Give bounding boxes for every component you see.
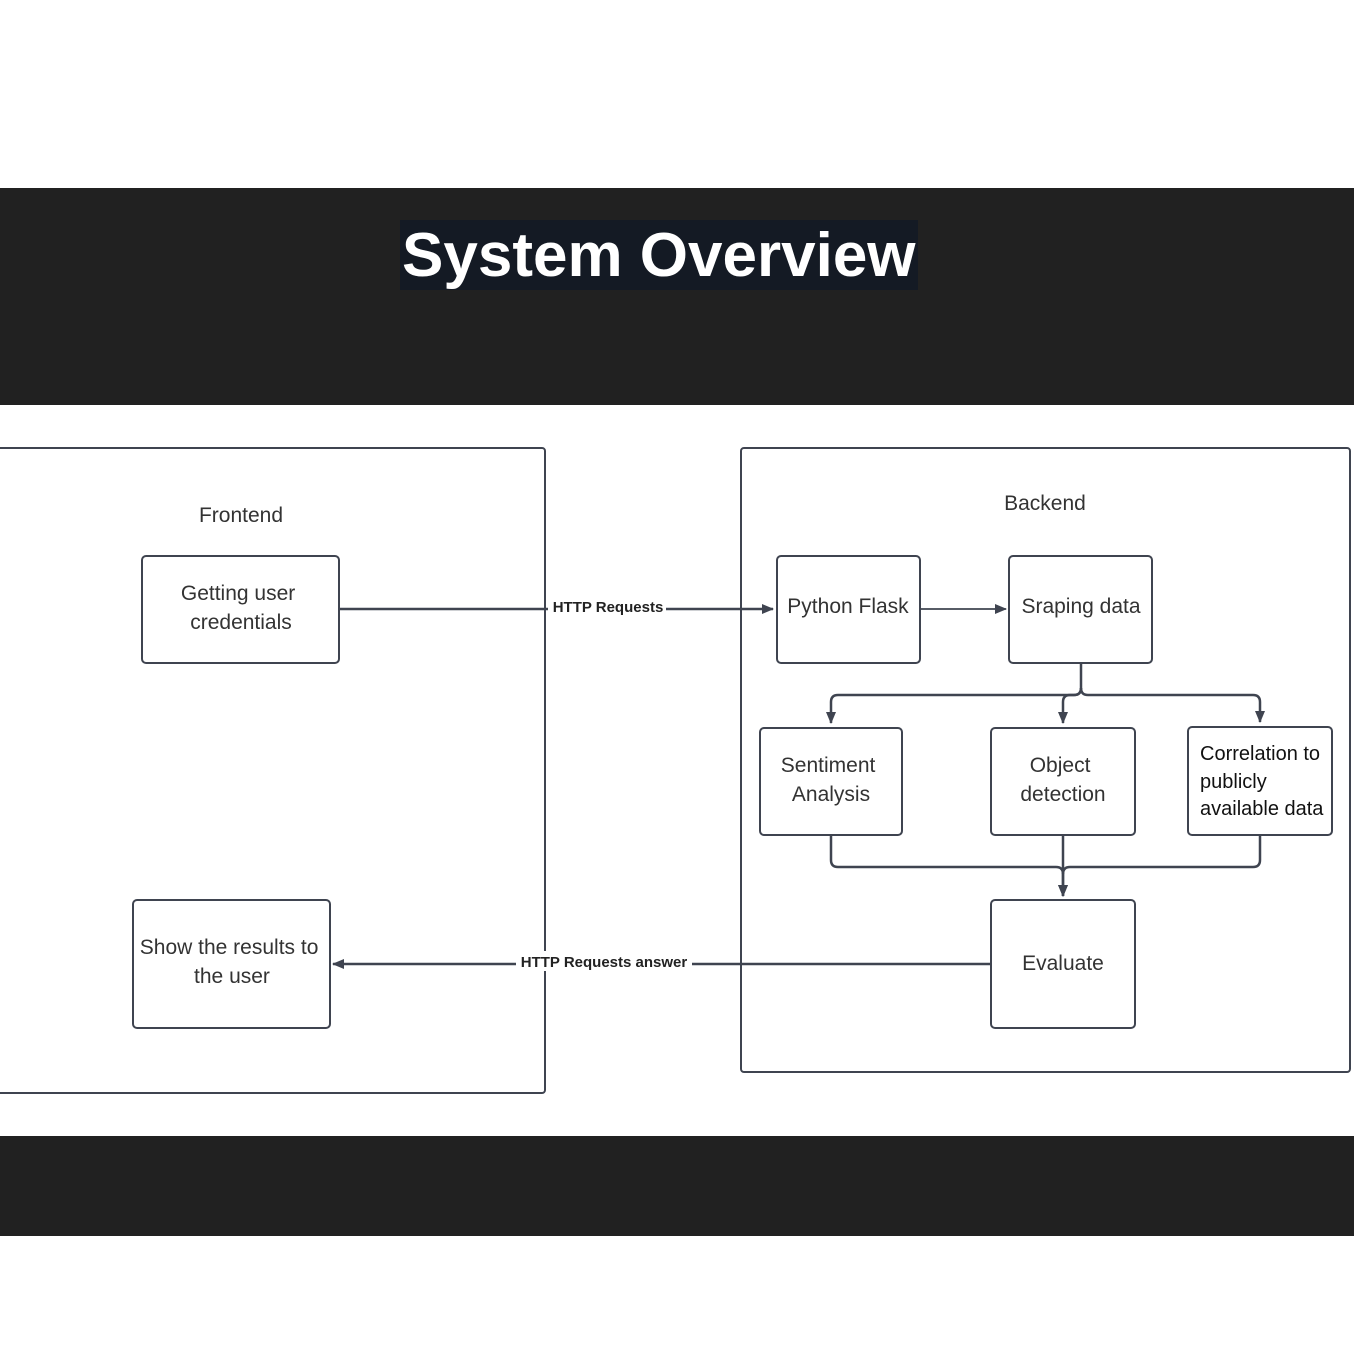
backend-group-label: Backend — [1004, 492, 1086, 515]
page-title: System Overview — [400, 220, 918, 290]
object-label-line-1: Object — [1030, 754, 1091, 777]
correlation-label-line-2: publicly — [1200, 771, 1267, 793]
evaluate-label-line-1: Evaluate — [1022, 952, 1104, 975]
credentials-label: Getting user credentials — [181, 582, 301, 634]
scraping-to-correlation-edge — [1079, 687, 1265, 723]
object-node — [990, 727, 1136, 836]
correlation-label-line-3: available data — [1200, 798, 1324, 820]
frontend-group-label: Frontend — [199, 504, 283, 527]
scraping-to-object-edge — [1058, 687, 1083, 724]
scraping-label: Sraping data — [1021, 595, 1140, 618]
backend-group — [740, 447, 1351, 1073]
show-results-label-line-2: the user — [194, 965, 270, 988]
flask-label-line-1: Python Flask — [787, 595, 909, 618]
sentiment-label: Sentiment Analysis — [781, 754, 881, 806]
scraping-fanout-edge — [826, 663, 1083, 724]
correlation-label-line-1: Correlation to — [1200, 743, 1320, 765]
flask-node — [776, 555, 921, 664]
credentials-node — [141, 555, 340, 664]
correlation-to-evaluate-edge — [1061, 835, 1262, 875]
request-edge-label: HTTP Requests — [553, 599, 664, 616]
sentiment-label-line-2: Analysis — [792, 783, 870, 806]
scraping-label-line-1: Sraping data — [1021, 595, 1140, 618]
credentials-label-line-2: credentials — [190, 611, 292, 634]
show-results-label: Show the results to the user — [140, 936, 324, 988]
correlation-label: Correlation to publicly available data — [1200, 743, 1326, 820]
credentials-label-line-1: Getting user — [181, 582, 295, 605]
answer-label-bg — [516, 951, 692, 971]
request-label-bg — [548, 596, 666, 616]
sentiment-to-evaluate-edge — [829, 835, 1068, 897]
frontend-group — [0, 447, 546, 1094]
evaluate-node — [990, 899, 1136, 1029]
correlation-node — [1187, 726, 1333, 836]
object-label: Object detection — [1020, 754, 1105, 806]
show-results-label-line-1: Show the results to — [140, 936, 319, 959]
answer-edge-label: HTTP Requests answer — [521, 954, 688, 971]
sentiment-node — [759, 727, 903, 836]
scraping-node — [1008, 555, 1153, 664]
sentiment-label-line-1: Sentiment — [781, 754, 876, 777]
flask-label: Python Flask — [787, 595, 909, 618]
show-results-node — [132, 899, 331, 1029]
evaluate-label: Evaluate — [1022, 952, 1104, 975]
footer-band — [0, 1136, 1354, 1236]
object-label-line-2: detection — [1020, 783, 1105, 806]
